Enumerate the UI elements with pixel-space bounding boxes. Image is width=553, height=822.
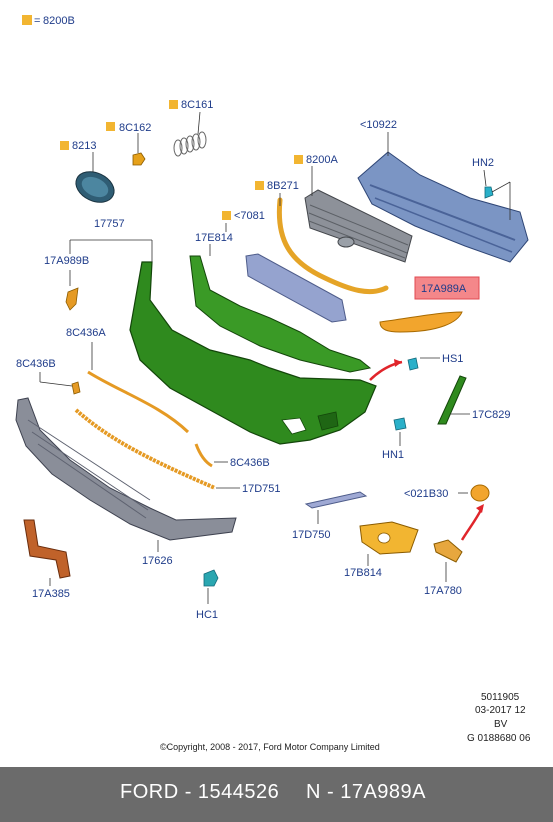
tow-eye-cover-part [470,484,490,502]
label-17a989a[interactable]: 17A989A [421,283,467,295]
label-17757[interactable]: 17757 [94,218,125,230]
number-plate-bracket-part [245,253,347,323]
exploded-parts-diagram: = 8200B [15,15,531,752]
highlight-box-17a989a [414,276,480,300]
bumper-cover-part [129,255,377,445]
swatch-8200a [294,155,303,164]
label-8c161[interactable]: 8C161 [181,99,213,111]
legend-equals: = [34,15,40,27]
legend-code: 8200B [43,15,75,27]
doc-number: 5011905 [481,692,520,703]
label-10922[interactable]: <10922 [360,119,397,131]
spring-part [173,131,207,157]
label-7081[interactable]: <7081 [234,210,265,222]
footer-part-code: N - 17A989A [306,781,427,803]
label-8c436a[interactable]: 8C436A [66,327,106,339]
side-bracket-17c829-part [437,375,467,425]
label-8c436b-left[interactable]: 8C436B [16,358,56,370]
label-17e814[interactable]: 17E814 [195,232,233,244]
arrow-head-hs1 [394,359,402,367]
hs1-screw [407,357,419,371]
swatch-7081 [222,211,231,220]
bumper-reinforcement-part [357,151,529,263]
lower-grille-part [15,397,237,541]
label-8200a[interactable]: 8200A [306,154,338,166]
swatch-8213 [60,141,69,150]
label-17d750[interactable]: 17D750 [292,529,331,541]
label-17a989b[interactable]: 17A989B [44,255,89,267]
hn2-nut [484,186,494,199]
legend-swatch [22,15,32,25]
footer-bar: FORD - 1544526 N - 17A989A [0,767,553,822]
hc1-clip [203,569,219,587]
label-17c829[interactable]: 17C829 [472,409,511,421]
label-17a780[interactable]: 17A780 [424,585,462,597]
label-hn2[interactable]: HN2 [472,157,494,169]
label-17a385[interactable]: 17A385 [32,588,70,600]
retainer-8c436a-part [87,370,190,434]
copyright-text: ©Copyright, 2008 - 2017, Ford Motor Comp… [160,742,380,752]
bracket-17a385-part [23,519,71,579]
hn1-nut [393,417,407,431]
label-8213[interactable]: 8213 [72,140,96,152]
label-8c436b-right[interactable]: 8C436B [230,457,270,469]
doc-code: BV [494,719,508,730]
label-8c162[interactable]: 8C162 [119,122,151,134]
label-17d751[interactable]: 17D751 [242,483,281,495]
label-17626[interactable]: 17626 [142,555,173,567]
swatch-8c162 [106,122,115,131]
label-8b271[interactable]: 8B271 [267,180,299,192]
bracket-17a780-part [433,539,463,563]
label-17b814[interactable]: 17B814 [344,567,382,579]
doc-reference: G 0188680 06 [467,733,531,744]
label-021b30[interactable]: <021B30 [404,488,448,500]
retainer-8c436b-right-part [194,443,213,468]
label-hs1[interactable]: HS1 [442,353,463,365]
arrow-head-021b30 [476,504,484,513]
retainer-8c436b-left-part [71,381,81,395]
label-hn1[interactable]: HN1 [382,449,404,461]
upper-grille-part [304,189,413,263]
label-hc1[interactable]: HC1 [196,609,218,621]
arrow-to-021b30 [460,507,484,541]
doc-date: 03-2017 12 [475,705,526,716]
swatch-8c161 [169,100,178,109]
deflector-17a989a-part [379,311,463,333]
deflector-17a989b-part [65,287,79,311]
footer-part-number: FORD - 1544526 [120,781,280,803]
strip-17d750-part [304,491,368,509]
emblem-inner [81,176,109,198]
grille-moulding-part [276,197,389,295]
swatch-8b271 [255,181,264,190]
clip-part [132,152,146,166]
retainer-17d751-part [74,408,216,490]
